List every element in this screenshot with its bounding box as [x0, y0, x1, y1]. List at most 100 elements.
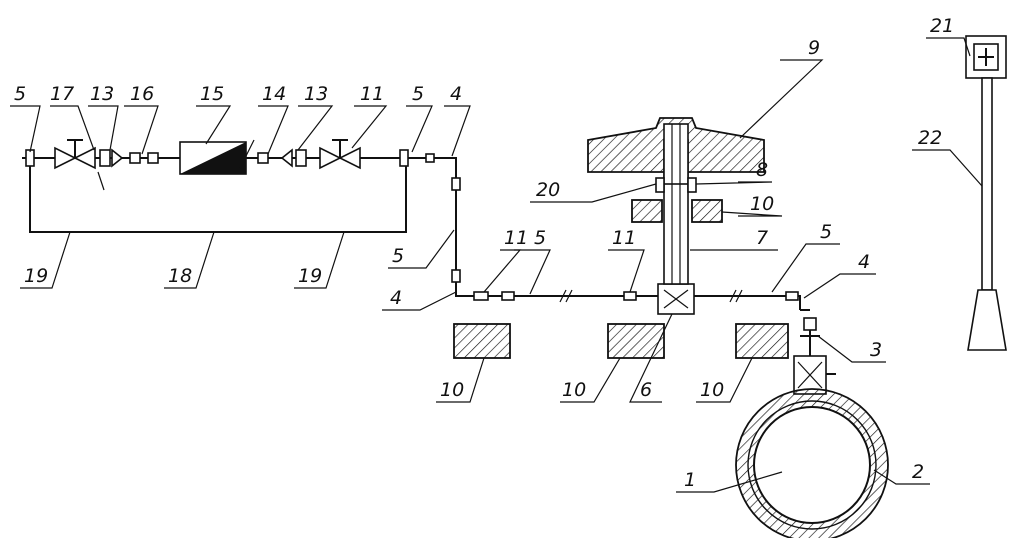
block-10-right — [691, 199, 723, 223]
leader-17 — [50, 105, 95, 151]
leader-lines — [10, 37, 983, 493]
block-10-a — [453, 323, 511, 359]
leader-19a — [20, 231, 71, 289]
label-19: 19 — [298, 265, 322, 287]
leader-16 — [124, 105, 159, 155]
collar-20 — [655, 177, 665, 193]
label-11: 11 — [612, 227, 636, 249]
block-10-left — [631, 199, 663, 223]
leader-21 — [926, 37, 971, 57]
leader-1 — [676, 471, 783, 493]
leader-10b — [436, 357, 485, 403]
stand-base — [967, 289, 1007, 351]
leader-22 — [912, 149, 983, 187]
leader-11c — [608, 249, 645, 293]
pipe-main-route — [440, 157, 801, 310]
weight-9-bore — [663, 123, 689, 185]
label-4: 4 — [858, 251, 870, 273]
label-10: 10 — [440, 379, 464, 401]
leader-5d — [514, 249, 551, 295]
middle-pipeline — [440, 157, 801, 310]
leader-14 — [258, 105, 289, 155]
reference-labels: 5 17 13 16 15 14 13 11 5 4 9 8 20 10 7 5… — [14, 15, 954, 491]
bypass-line-18 — [29, 166, 407, 233]
valve-17-lever — [97, 171, 105, 191]
break-mark-2 — [565, 289, 573, 303]
device-15-fill — [180, 142, 246, 174]
flange-5-right — [399, 149, 409, 167]
upper-pipeline — [22, 139, 440, 233]
coupling-5-vertical-bottom — [451, 269, 461, 283]
leader-9 — [739, 59, 824, 139]
leader-4a — [444, 105, 471, 157]
break-mark-4 — [735, 289, 743, 303]
valve-11-left-half — [319, 146, 342, 170]
valve-3-cap — [803, 317, 817, 331]
leader-4c — [803, 273, 876, 299]
coupling-5-mid — [501, 291, 515, 301]
pipe-wall — [747, 400, 877, 530]
valve-6-cross-b — [663, 289, 689, 309]
label-11: 11 — [360, 83, 384, 105]
leader-10c — [560, 357, 621, 403]
leader-13a — [88, 105, 119, 151]
label-21: 21 — [930, 15, 954, 37]
lower-blocks — [453, 323, 789, 359]
label-20: 20 — [536, 179, 560, 201]
break-mark-3 — [729, 289, 737, 303]
collar-8 — [687, 177, 697, 193]
valve-11-right-half — [338, 146, 361, 170]
coupling-16b — [147, 152, 159, 164]
label-16: 16 — [130, 83, 154, 105]
label-10: 10 — [700, 379, 724, 401]
label-18: 18 — [168, 265, 192, 287]
coupling-5-vertical-top — [451, 177, 461, 191]
leader-5a — [10, 105, 41, 153]
coupling-5-top — [425, 153, 435, 163]
label-15: 15 — [200, 83, 224, 105]
block-10-c — [735, 323, 789, 359]
connector-13-right-a — [280, 148, 293, 168]
connector-13-left-b — [111, 148, 124, 168]
label-9: 9 — [808, 37, 820, 59]
leader-2 — [873, 469, 930, 485]
label-10: 10 — [562, 379, 586, 401]
leader-10a — [721, 211, 783, 217]
label-4: 4 — [390, 287, 402, 309]
label-22: 22 — [918, 127, 942, 149]
leader-4b — [382, 291, 457, 311]
label-5: 5 — [820, 221, 832, 243]
leader-5b — [406, 105, 433, 153]
pole-22 — [981, 77, 993, 291]
pipe-1-bore — [753, 406, 871, 524]
valve-3-cross-b — [797, 361, 823, 389]
label-5: 5 — [412, 83, 424, 105]
leader-13b — [297, 105, 334, 151]
leader-19b — [294, 231, 345, 289]
label-5: 5 — [14, 83, 26, 105]
label-8: 8 — [756, 159, 768, 181]
leader-8 — [695, 181, 773, 185]
label-19: 19 — [24, 265, 48, 287]
leader-18 — [164, 231, 215, 289]
coupling-14 — [257, 152, 269, 164]
connector-13-left-a — [99, 149, 111, 167]
leader-10d — [696, 357, 753, 403]
central-assembly — [587, 117, 765, 315]
break-mark-1 — [559, 289, 567, 303]
leader-3 — [817, 335, 886, 363]
valve-17-right-half — [73, 146, 96, 170]
label-3: 3 — [870, 339, 882, 361]
label-5: 5 — [534, 227, 546, 249]
label-6: 6 — [640, 379, 652, 401]
coupling-11-left — [473, 291, 489, 301]
leader-20 — [530, 183, 657, 203]
label-13: 13 — [304, 83, 328, 105]
coupling-5-right — [785, 291, 799, 301]
leader-6 — [629, 313, 673, 403]
leader-5c — [388, 229, 455, 269]
flange-5-left — [25, 149, 35, 167]
label-1: 1 — [684, 469, 696, 491]
